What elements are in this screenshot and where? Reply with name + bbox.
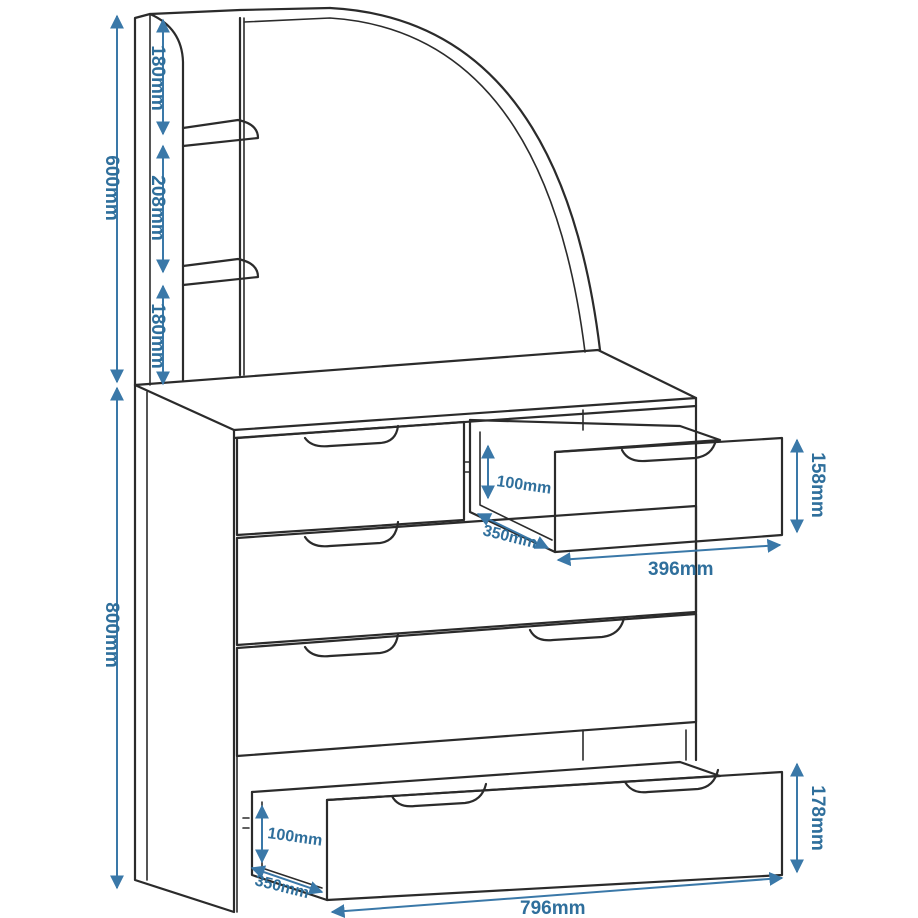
drawer-3 — [235, 612, 698, 758]
dimension-lines — [110, 14, 804, 918]
dresser-body — [133, 348, 698, 914]
drawer-2 — [235, 504, 698, 647]
dim-line-396 — [556, 538, 782, 567]
dim-line-796 — [330, 871, 784, 918]
hutch — [133, 6, 602, 387]
label-small-drawer-inner-height: 100mm — [495, 473, 552, 498]
shelf-bottom — [181, 257, 260, 287]
label-large-drawer-front-height: 178mm — [807, 785, 828, 851]
drawer-bottom-handle-right — [623, 768, 720, 794]
drawer-2-handle — [303, 520, 400, 548]
label-body-height: 800mm — [101, 602, 122, 668]
drawer-small-left-handle — [303, 424, 400, 448]
shelf-top — [181, 118, 260, 148]
drawer-bottom-runner — [242, 817, 250, 829]
dresser-left-side — [133, 383, 236, 914]
label-small-drawer-width: 396mm — [648, 559, 714, 580]
drawer-small-right-box — [468, 418, 722, 454]
dim-line-350-large — [250, 865, 324, 895]
drawer-small-left — [235, 420, 466, 537]
drawer-3-handle-left — [303, 632, 400, 658]
drawer-small-right-front — [553, 436, 784, 554]
drawer-3-handle-right — [528, 616, 626, 642]
mirror-arch-outer — [328, 6, 602, 352]
dim-line-350-small — [476, 513, 550, 549]
label-small-drawer-front-height: 158mm — [807, 452, 828, 518]
dresser-top — [133, 348, 698, 432]
label-small-drawer-depth: 350mm — [481, 522, 539, 552]
label-shelf-gap-bottom: 180mm — [147, 303, 168, 369]
label-hutch-height: 600mm — [101, 155, 122, 221]
label-total-width: 796mm — [520, 898, 586, 918]
drawer-runner — [463, 461, 471, 473]
mirror-arch-inner — [243, 17, 586, 353]
drawer-small-right-handle — [620, 438, 718, 463]
label-shelf-gap-middle: 208mm — [147, 175, 168, 241]
label-large-drawer-depth: 350mm — [253, 872, 311, 902]
dimension-labels: 600mm 800mm 180mm 208mm 180mm 100mm 350m… — [101, 45, 828, 918]
label-shelf-gap-top: 180mm — [147, 45, 168, 111]
drawer-bottom-handle-left — [390, 782, 488, 808]
drawer-bottom-front — [325, 770, 784, 902]
hutch-top-edge — [148, 6, 332, 16]
label-large-drawer-inner-height: 100mm — [266, 825, 323, 850]
